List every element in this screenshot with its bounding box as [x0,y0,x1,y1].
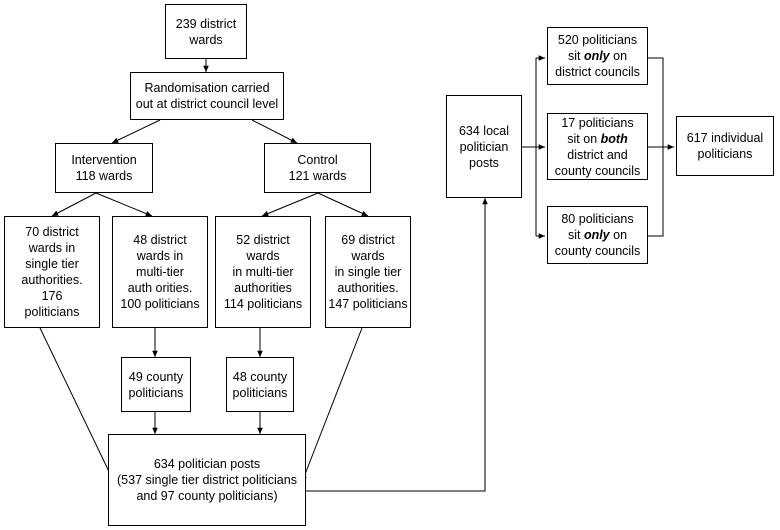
label: 100 politicians [120,297,200,311]
arrow-intervention-to-single [51,192,97,217]
box-intervention-multi-tier: 48 district wards in multi-tier auth ori… [112,216,208,328]
arrow-intervention-to-multi [95,192,153,217]
label: 520 politicians [557,33,638,47]
box-intervention: Intervention 118 wards [55,143,153,193]
label: 118 wards [75,169,133,183]
label: county councils [554,244,641,258]
label: posts [469,155,499,170]
label: 114 politicians [223,297,303,311]
box-control-multi-tier: 52 district wards in multi-tier authorit… [215,216,311,328]
label: 17 politicians [561,115,634,130]
box-control-single-tier: 69 district wards in single tier authori… [325,216,411,328]
label: 69 district [341,233,395,247]
box-both: 17 politicians sit on both district and … [547,113,648,180]
box-randomisation: Randomisation carried out at district co… [130,72,284,120]
box-intervention-county: 49 county politicians [121,357,191,412]
label: out at district council level [135,97,279,111]
arrow-randomisation-to-control [251,119,298,144]
arrow-total-to-local-posts [306,198,488,492]
label: 634 local [458,123,510,138]
label: in multi-tier [232,265,294,279]
label: and 97 county politicians) [136,489,278,503]
label: 48 county [232,369,288,384]
label: politician [459,139,509,154]
label: 70 district [25,225,79,239]
label: wards [189,32,223,47]
label: politicians [697,147,753,161]
label: district councils [555,65,640,79]
label: politicians [128,385,184,400]
label: 147 politicians [328,297,408,311]
label: wards [351,249,385,263]
label: 617 individual [686,131,764,145]
label: 176 [41,289,63,303]
box-county-only: 80 politicians sit only on county counci… [547,206,648,264]
label: 52 district [236,233,290,247]
label: 121 wards [288,169,347,183]
label: multi-tier [136,265,184,279]
arrow-int-single-to-total [39,327,115,483]
label: sit only on [567,228,628,242]
label: 48 district [133,233,187,247]
label: county councils [554,163,641,178]
label: wards [246,249,280,263]
box-local-posts: 634 local politician posts [446,95,522,198]
arrow-control-to-multi [261,192,319,217]
label: (537 single tier district politicians [117,473,297,487]
box-total-posts: 634 politician posts (537 single tier di… [108,434,306,526]
label: district and [567,147,628,162]
label: sit only on [567,49,628,63]
label: 239 district [175,16,237,31]
label: sit on both [567,131,628,146]
box-intervention-single-tier: 70 district wards in single tier authori… [4,216,100,328]
label: Intervention [71,153,137,167]
label: authorities. [21,273,83,287]
box-district-only: 520 politicians sit only on district cou… [547,27,648,85]
label: authorities [234,281,292,295]
label: auth orities. [127,281,193,295]
label: politicians [232,385,288,400]
label: 49 county [128,369,184,384]
box-district-wards: 239 district wards [165,4,247,59]
box-control: Control 121 wards [264,143,371,193]
label: 634 politician posts [153,457,261,471]
label: wards in [28,241,76,255]
label: politicians [24,305,80,319]
label: authorities. [337,281,399,295]
arrow-randomisation-to-intervention [111,119,161,144]
arrow-control-to-single [317,192,369,217]
label: Control [297,153,338,167]
box-control-county: 48 county politicians [226,357,294,412]
arrow-ctl-single-to-total [301,327,363,483]
label: 80 politicians [561,212,634,226]
label: in single tier [334,265,402,279]
label: single tier [25,257,79,271]
box-individual-politicians: 617 individual politicians [676,116,774,176]
label: Randomisation carried [144,81,270,95]
label: wards in [136,249,184,263]
